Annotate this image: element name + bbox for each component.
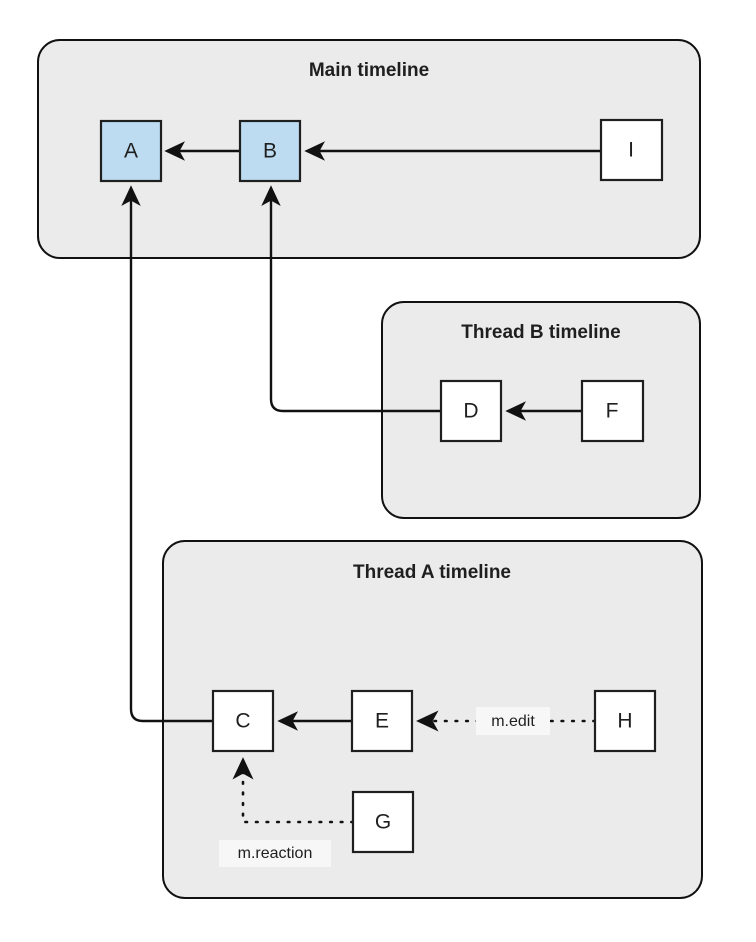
group-main-timeline-title: Main timeline	[309, 60, 429, 81]
node-g-label: G	[375, 811, 391, 834]
edge-d-to-b	[261, 185, 441, 413]
node-i-box[interactable]	[599, 118, 664, 182]
node-b-label: B	[263, 140, 277, 163]
node-i-label: I	[628, 139, 634, 162]
node-e[interactable]: E	[350, 689, 414, 753]
edge-label-m-reaction-text: m.reaction	[238, 845, 313, 862]
group-main-timeline: Main timeline	[37, 39, 701, 259]
node-g-box[interactable]	[351, 790, 415, 854]
node-a-box[interactable]	[99, 119, 163, 183]
node-d[interactable]: D	[439, 379, 503, 443]
node-h-label: H	[617, 710, 632, 733]
edge-label-m-reaction-halo	[219, 840, 331, 867]
node-d-label: D	[463, 400, 478, 423]
node-g[interactable]: G	[351, 790, 415, 854]
node-b[interactable]: B	[238, 119, 302, 183]
node-h-box[interactable]	[593, 689, 657, 753]
node-a-label: A	[124, 140, 138, 163]
node-c-label: C	[235, 710, 250, 733]
node-i[interactable]: I	[599, 118, 664, 182]
edge-label-m-edit: m.edit	[476, 707, 550, 735]
node-e-label: E	[375, 710, 389, 733]
node-d-box[interactable]	[439, 379, 503, 443]
edge-c-to-a	[121, 185, 213, 723]
node-f-label: F	[606, 400, 619, 423]
group-thread-b-timeline-title: Thread B timeline	[461, 322, 620, 343]
node-c-box[interactable]	[211, 689, 275, 753]
edge-g-to-c	[232, 757, 355, 824]
edge-label-m-edit-halo	[476, 707, 550, 735]
node-h[interactable]: H	[593, 689, 657, 753]
edge-label-m-edit-text: m.edit	[491, 713, 535, 730]
node-a[interactable]: A	[99, 119, 163, 183]
edge-label-m-reaction: m.reaction	[219, 840, 331, 867]
node-e-box[interactable]	[350, 689, 414, 753]
node-c[interactable]: C	[211, 689, 275, 753]
node-f[interactable]: F	[580, 379, 645, 443]
group-thread-a-timeline-title: Thread A timeline	[353, 562, 511, 583]
node-b-box[interactable]	[238, 119, 302, 183]
group-main-timeline-box	[37, 39, 701, 259]
node-f-box[interactable]	[580, 379, 645, 443]
